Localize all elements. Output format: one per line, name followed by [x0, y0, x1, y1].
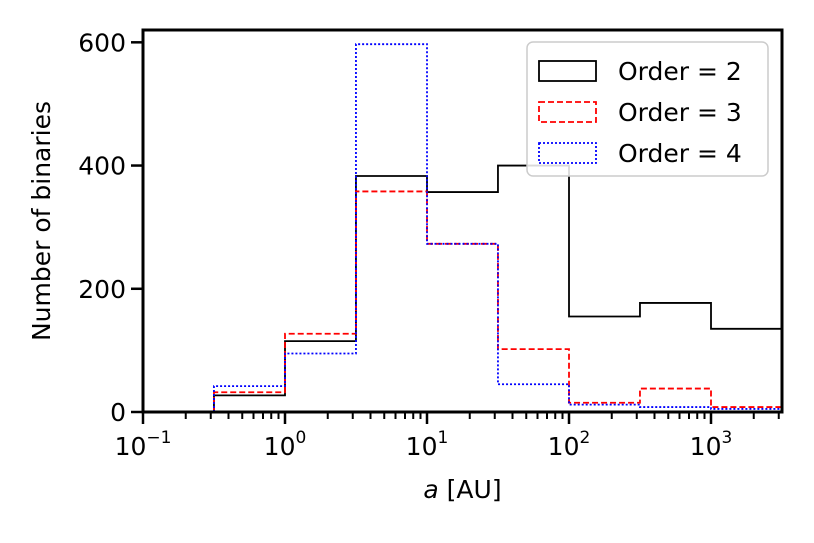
y-axis-label: Number of binaries: [27, 101, 56, 341]
x-tick-label: 10−1: [115, 428, 172, 461]
x-axis-label-unit: [AU]: [439, 475, 502, 504]
x-tick-label: 100: [264, 428, 307, 461]
series-2-step-line: [213, 164, 783, 412]
legend-swatch: [538, 142, 597, 164]
series-layer: [213, 43, 783, 412]
y-tick-label: 600: [78, 28, 126, 57]
legend-swatch: [538, 60, 597, 82]
series-4-step-line: [213, 43, 783, 412]
x-tick-label: 101: [406, 428, 449, 461]
y-tick-label: 400: [78, 152, 126, 181]
x-tick-label: 102: [548, 428, 591, 461]
x-tick-label: 103: [690, 428, 733, 461]
plot-frame: [141, 28, 784, 414]
legend-label: Order = 4: [618, 139, 742, 168]
series-3-step-line: [213, 190, 783, 412]
legend-swatch: [538, 101, 597, 123]
legend-label: Order = 2: [618, 57, 742, 86]
legend-label: Order = 3: [618, 98, 742, 127]
ticks-layer: 10−1 100 101 102 103 0 200 400 600: [78, 28, 780, 461]
legend: Order = 2 Order = 3 Order = 4: [526, 41, 769, 177]
x-axis-label: a [AU]: [423, 475, 501, 504]
y-tick-label: 200: [78, 275, 126, 304]
x-axis-label-italic: a: [423, 475, 438, 504]
y-tick-label: 0: [110, 398, 126, 427]
